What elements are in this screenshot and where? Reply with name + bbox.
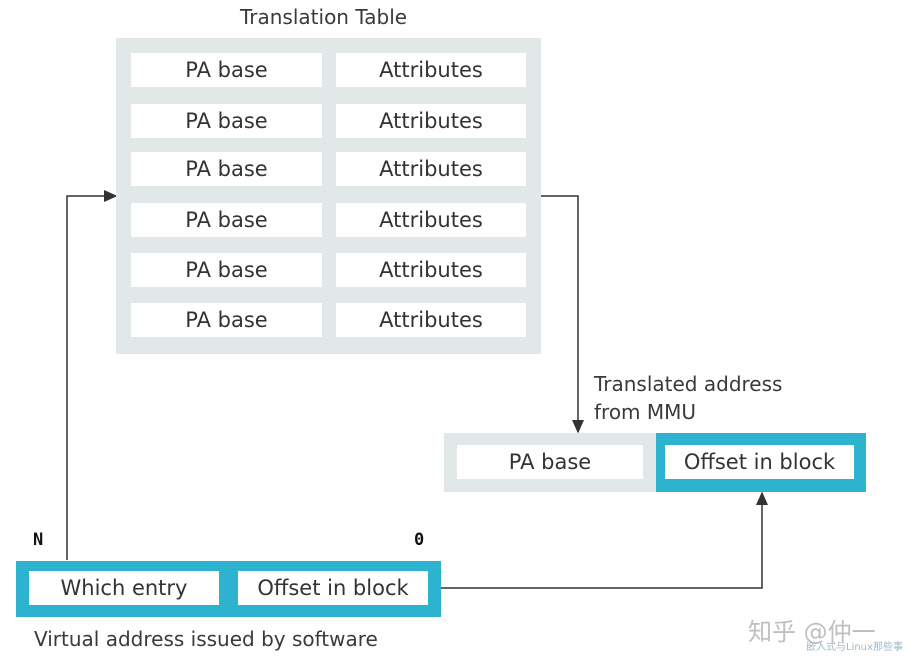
table-row-3-attr: Attributes bbox=[336, 152, 526, 186]
table-row-2-attr: Attributes bbox=[336, 104, 526, 138]
translation-table: PA base Attributes PA base Attributes PA… bbox=[116, 38, 541, 354]
table-row-1-attr: Attributes bbox=[336, 53, 526, 87]
virtual-offset-in-block: Offset in block bbox=[238, 571, 428, 605]
translated-address-label: Translated address from MMU bbox=[594, 370, 782, 426]
virtual-address-caption: Virtual address issued by software bbox=[34, 627, 378, 651]
table-row-6-pa: PA base bbox=[131, 303, 322, 337]
table-row-5-pa: PA base bbox=[131, 253, 322, 287]
table-row-6-attr: Attributes bbox=[336, 303, 526, 337]
virtual-which-entry: Which entry bbox=[29, 571, 219, 605]
watermark-main: 知乎 @仲一 bbox=[748, 618, 876, 646]
translated-address: PA base bbox=[444, 433, 656, 492]
translated-offset-in-block: Offset in block bbox=[665, 445, 854, 479]
table-row-1-pa: PA base bbox=[131, 53, 322, 87]
arrow-virtual-to-table bbox=[66, 190, 118, 560]
table-row-3-pa: PA base bbox=[131, 152, 322, 186]
bit-label-n: N bbox=[33, 530, 44, 550]
translation-table-title: Translation Table bbox=[240, 5, 408, 29]
translated-label-line1: Translated address bbox=[594, 372, 783, 396]
table-row-2-pa: PA base bbox=[131, 104, 322, 138]
table-row-5-attr: Attributes bbox=[336, 253, 526, 287]
arrow-offset-to-offset bbox=[441, 491, 768, 589]
arrow-table-to-translated bbox=[541, 195, 584, 434]
translated-pa-base: PA base bbox=[457, 445, 643, 479]
bit-label-0: 0 bbox=[414, 530, 425, 550]
translated-label-line2: from MMU bbox=[594, 400, 697, 424]
watermark-sub: 嵌入式与Linux那些事 bbox=[806, 642, 903, 653]
table-row-4-attr: Attributes bbox=[336, 203, 526, 237]
virtual-address: Which entry Offset in block bbox=[16, 561, 441, 617]
translated-offset-frame: Offset in block bbox=[656, 433, 866, 492]
table-row-4-pa: PA base bbox=[131, 203, 322, 237]
